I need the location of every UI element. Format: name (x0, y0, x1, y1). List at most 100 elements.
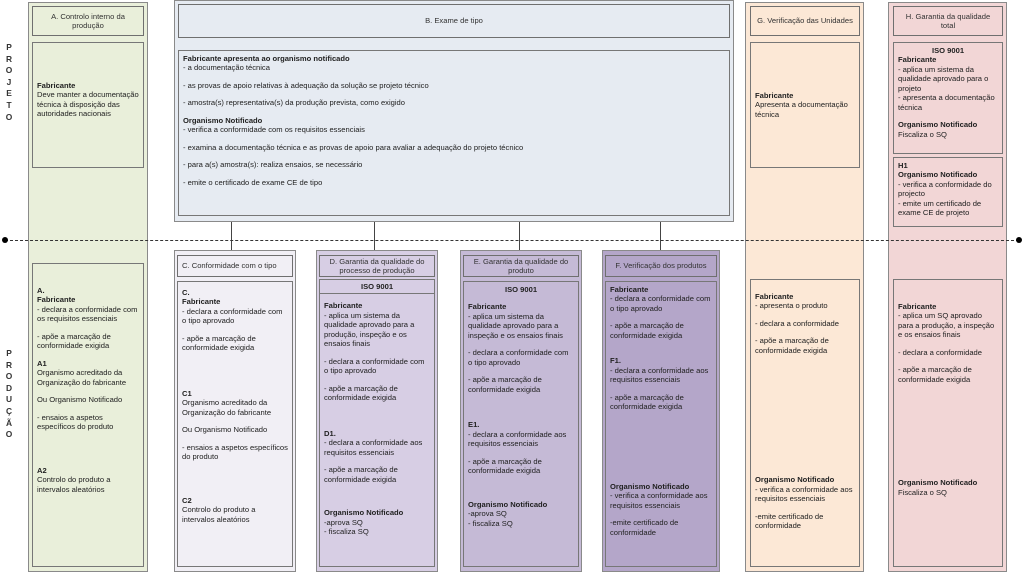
column-a-header-text: A. Controlo interno da produção (51, 11, 125, 30)
manufacturer-title: Fabricante (37, 295, 76, 305)
side-letter: O (5, 111, 13, 122)
iso-label: ISO 9001 (931, 46, 965, 55)
notified-body-title: Organismo Notificado (898, 170, 978, 180)
notified-body-title: Organismo Notificado (610, 481, 690, 491)
side-letter: J (6, 76, 12, 87)
manufacturer-title: Fabricante (610, 285, 649, 294)
column-h-header-text: H. Garantia da qualidade total (905, 11, 991, 30)
text-line: - apõe a marcação de conformidade exigid… (324, 465, 398, 484)
text-line: - apõe a marcação de conformidade exigid… (610, 321, 684, 340)
side-label-projeto: P R O J E T O (2, 42, 16, 123)
side-letter: O (5, 65, 13, 76)
side-letter: Ç (5, 405, 13, 416)
text-line: - emite um certificado de exame CE de pr… (898, 198, 982, 218)
projeto-producao-divider (5, 240, 1019, 241)
column-a-header: A. Controlo interno da produção (32, 6, 144, 36)
divider-endpoint-dot (2, 237, 8, 243)
text-line: -aprova SQ (468, 509, 507, 519)
notified-body-title: Organismo Notificado (324, 508, 404, 518)
column-g-projeto-box: Fabricante Apresenta a documentação técn… (750, 42, 860, 168)
iso-label: ISO 9001 (504, 285, 538, 294)
side-letter: Ã (5, 417, 13, 428)
column-h-h1-box: H1 Organismo Notificado - verifica a con… (893, 157, 1003, 227)
column-h-producao-box: Fabricante - aplica um SQ aprovado para … (893, 279, 1003, 567)
text-line: - apõe a marcação de conformidade exigid… (468, 456, 542, 476)
text-line: - apõe a marcação de conformidade exigid… (182, 333, 256, 353)
iso-label: ISO 9001 (320, 280, 434, 295)
column-g-header-text: G. Verificação das Unidades (757, 16, 853, 26)
text-line: -emite certificado de conformidade (610, 518, 679, 537)
connector-line (519, 222, 520, 250)
text-line: Controlo do produto a intervalos aleatór… (37, 475, 111, 494)
side-letter: P (6, 42, 12, 52)
manufacturer-title: Fabricante apresenta ao organismo notifi… (183, 54, 350, 63)
column-f-header: F. Verificação dos produtos (605, 255, 717, 277)
text-line: -aprova SQ (324, 517, 363, 527)
side-letter: R (5, 53, 13, 64)
column-e-header: E. Garantia da qualidade do produto (463, 255, 579, 277)
text-line: - ensaios a aspetos específicos do produ… (182, 442, 288, 462)
column-e-header-text: E. Garantia da qualidade do produto (473, 256, 569, 275)
module-title: H1 (898, 161, 908, 170)
text-line: - apõe a marcação de conformidade exigid… (898, 365, 972, 384)
connector-line (374, 222, 375, 250)
text-line: - ensaios a aspetos específicos do produ… (37, 412, 114, 432)
text-line: - verifica a conformidade aos requisitos… (610, 491, 708, 510)
module-title: F1. (610, 356, 621, 366)
module-title: A2 (37, 465, 47, 475)
module-title: A1 (37, 358, 47, 368)
connector-line (231, 222, 232, 250)
module-title: C. (182, 288, 190, 297)
side-letter: E (6, 88, 12, 99)
manufacturer-title: Fabricante (182, 297, 221, 307)
text-line: - declara a conformidade com o tipo apro… (182, 306, 283, 326)
manufacturer-title: Fabricante (37, 81, 76, 90)
text-line: Controlo do produto a intervalos aleatór… (182, 505, 256, 524)
side-letter: R (5, 359, 13, 370)
text-line: - apõe a marcação de conformidade exigid… (37, 331, 111, 351)
text-line: - apresenta o produto (755, 301, 828, 311)
side-letter: T (6, 99, 12, 110)
column-a-projeto-box: Fabricante Deve manter a documentação té… (32, 42, 144, 168)
manufacturer-title: Fabricante (324, 301, 363, 311)
text-line: - verifica a conformidade do projecto (898, 179, 992, 199)
side-letter: U (5, 394, 13, 405)
module-title: E1. (468, 420, 480, 430)
manufacturer-title: Fabricante (755, 91, 794, 100)
text-line: Apresenta a documentação técnica (755, 100, 848, 119)
text-line: Fiscaliza o SQ (898, 129, 947, 139)
column-h-projeto-box: ISO 9001 Fabricante - aplica um sistema … (893, 42, 1003, 154)
side-letter: P (6, 348, 12, 358)
module-title: C2 (182, 495, 192, 505)
notified-body-title: Organismo Notificado (755, 475, 835, 485)
notified-body-title: Organismo Notificado (898, 478, 978, 488)
column-c-content-box: C. Fabricante - declara a conformidade c… (177, 281, 293, 567)
text-line: Organismo acreditado da Organização do f… (37, 368, 127, 387)
notified-body-title: Organismo Notificado (898, 120, 978, 130)
side-label-producao: P R O D U Ç Ã O (2, 348, 16, 441)
text-line: - emite o certificado de exame CE de tip… (183, 177, 323, 187)
module-title: D1. (324, 428, 336, 438)
text-line: - declara a conformidade (755, 318, 839, 328)
column-f-content-box: Fabricante - declara a conformidade com … (605, 281, 717, 567)
text-line: Deve manter a documentação técnica à dis… (37, 90, 139, 119)
text-line: - aplica um SQ aprovado para a produção,… (898, 311, 995, 340)
notified-body-title: Organismo Notificado (468, 499, 548, 509)
text-line: - declara a conformidade aos requisitos … (324, 438, 423, 457)
column-c-header-text: C. Conformidade com o tipo (182, 261, 277, 271)
column-d-header: D. Garantia da qualidade do processo de … (319, 255, 435, 277)
text-line: Ou Organismo Notificado (182, 425, 268, 435)
column-g-header: G. Verificação das Unidades (750, 6, 860, 36)
text-line: - apõe a marcação de conformidade exigid… (468, 375, 542, 394)
text-line: - declara a conformidade (898, 347, 982, 357)
column-h-header: H. Garantia da qualidade total (893, 6, 1003, 36)
side-letter: O (5, 429, 13, 440)
column-e-content-box: ISO 9001 Fabricante - aplica um sistema … (463, 281, 579, 567)
text-line: - aplica um sistema da qualidade aprovad… (898, 64, 989, 93)
module-title: C1 (182, 388, 192, 398)
text-line: - apõe a marcação de conformidade exigid… (755, 336, 829, 355)
connector-line (660, 222, 661, 250)
text-line: - aplica um sistema da qualidade aprovad… (324, 310, 415, 349)
text-line: - apresenta a documentação técnica (898, 93, 995, 112)
text-line: - declara a conformidade com o tipo apro… (610, 294, 711, 313)
